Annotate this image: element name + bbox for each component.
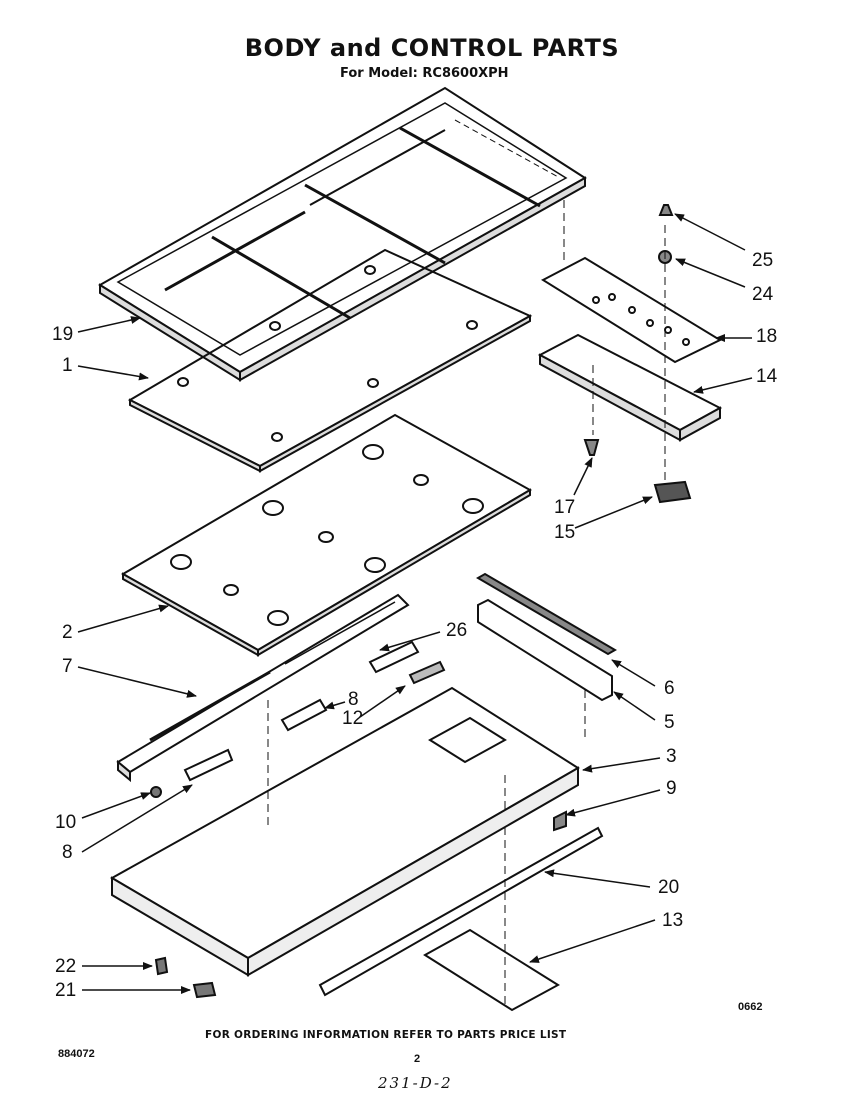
callout-22: 22 bbox=[55, 956, 77, 977]
callout-15: 15 bbox=[554, 522, 576, 543]
callout-8-upper: 8 bbox=[348, 689, 359, 710]
callout-1: 1 bbox=[62, 355, 73, 376]
callout-17: 17 bbox=[554, 497, 576, 518]
part-8-valve-bracket-lower bbox=[185, 750, 232, 780]
handwritten-note: 231-D-2 bbox=[378, 1074, 453, 1092]
part-8-valve-bracket-upper bbox=[282, 700, 326, 730]
callout-26: 26 bbox=[446, 620, 468, 641]
part-10-valve-fitting bbox=[151, 787, 161, 797]
part-1-drip-pan bbox=[130, 250, 530, 471]
part-26-valve-bar bbox=[370, 642, 418, 672]
part-21-connector bbox=[194, 983, 215, 997]
callout-24: 24 bbox=[752, 284, 774, 305]
callout-6: 6 bbox=[664, 678, 675, 699]
callout-14: 14 bbox=[756, 366, 778, 387]
part-14-control-housing bbox=[540, 335, 720, 440]
part-18-control-panel bbox=[543, 258, 720, 362]
part-6-rail-strip bbox=[478, 574, 615, 654]
callout-13: 13 bbox=[662, 910, 684, 931]
callout-arrows bbox=[78, 214, 752, 994]
part-22-clip bbox=[156, 958, 167, 974]
part-12-igniter-switch bbox=[410, 662, 444, 683]
callout-19: 19 bbox=[52, 324, 74, 345]
callout-2: 2 bbox=[62, 622, 73, 643]
callout-5: 5 bbox=[664, 712, 675, 733]
document-number: 884072 bbox=[58, 1048, 95, 1060]
callout-21: 21 bbox=[55, 980, 77, 1001]
callout-18: 18 bbox=[756, 326, 778, 347]
part-17-igniter bbox=[585, 440, 598, 455]
callout-7: 7 bbox=[62, 656, 73, 677]
page-number: 2 bbox=[414, 1053, 421, 1065]
part-2-burner-plate bbox=[123, 415, 530, 655]
dashed-leader-lines bbox=[268, 200, 665, 1005]
callout-9: 9 bbox=[666, 778, 677, 799]
part-9-clip bbox=[554, 812, 566, 830]
callout-8-lower: 8 bbox=[62, 842, 73, 863]
callout-12: 12 bbox=[342, 708, 364, 729]
part-5-side-rail bbox=[478, 600, 612, 700]
part-7-manifold-bracket bbox=[118, 595, 408, 780]
callout-3: 3 bbox=[666, 746, 677, 767]
part-3-body-box bbox=[112, 688, 578, 975]
part-13-cover-plate bbox=[425, 930, 558, 1010]
part-19-top-frame bbox=[100, 88, 585, 380]
ordering-note: FOR ORDERING INFORMATION REFER TO PARTS … bbox=[205, 1029, 567, 1041]
part-15-spark-module bbox=[655, 482, 690, 502]
callout-25: 25 bbox=[752, 250, 774, 271]
callout-10: 10 bbox=[55, 812, 77, 833]
callout-20: 20 bbox=[658, 877, 680, 898]
part-25-knob-screw bbox=[660, 205, 672, 215]
diagram-title: BODY and CONTROL PARTS bbox=[244, 34, 620, 62]
drawing-code: 0662 bbox=[738, 1001, 763, 1013]
part-20-rear-channel bbox=[320, 828, 602, 995]
model-subtitle: For Model: RC8600XPH bbox=[340, 66, 509, 81]
